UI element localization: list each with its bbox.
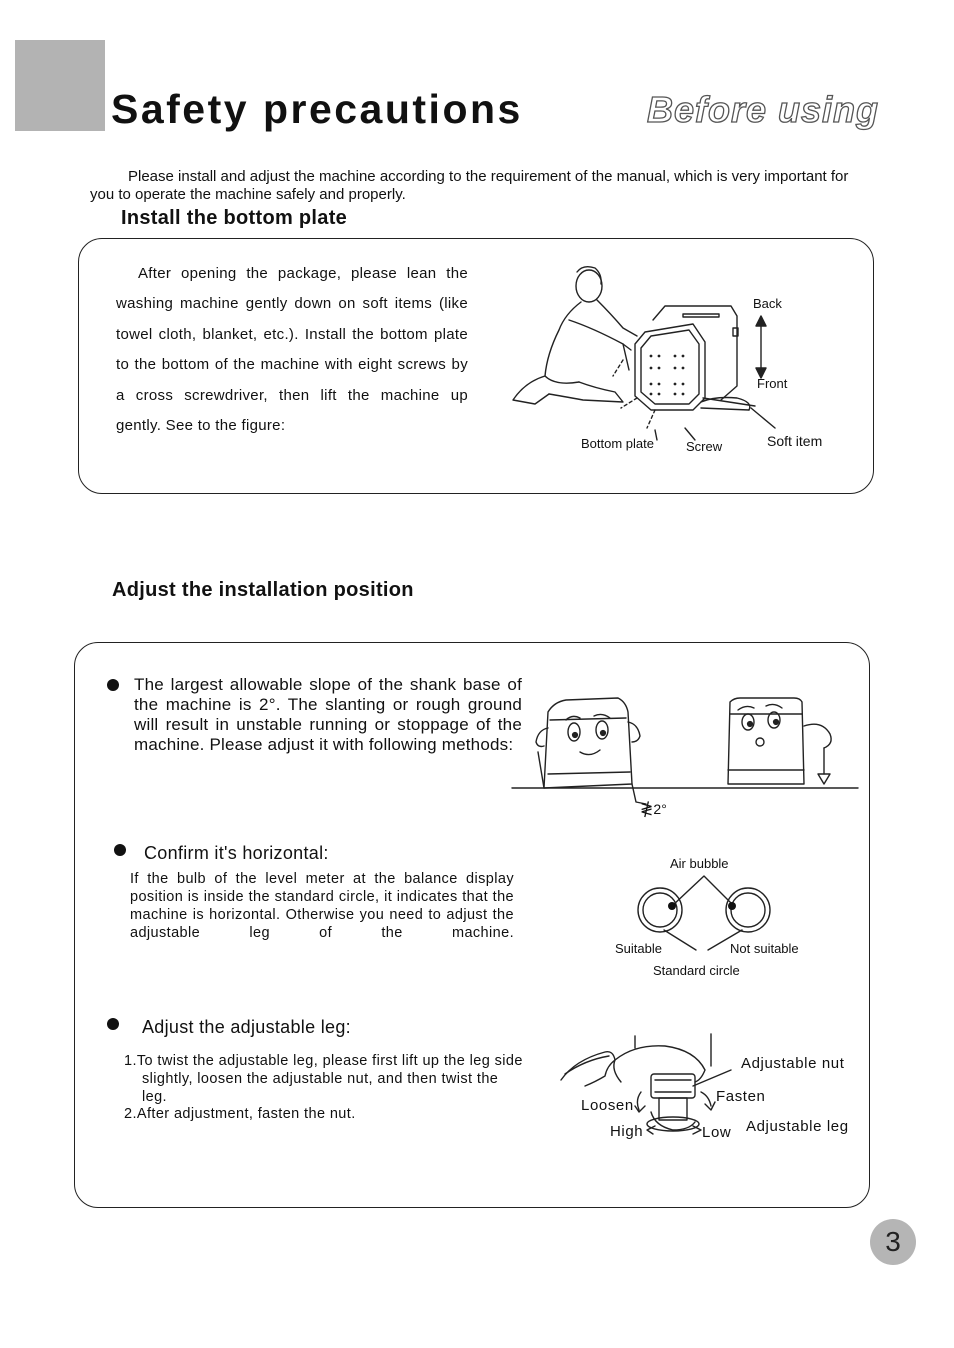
level-bubble-diagram — [637, 875, 771, 951]
leg-step-2: 2.After adjustment, fasten the nut. — [124, 1106, 356, 1122]
bullet-dot — [107, 1018, 119, 1030]
label-fasten: Fasten — [716, 1088, 766, 1105]
slope-text: The largest allowable slope of the shank… — [134, 675, 522, 754]
label-adjustable-nut: Adjustable nut — [741, 1055, 845, 1072]
leg-step-1-text: 1.To twist the adjustable leg, please fi… — [124, 1053, 523, 1105]
install-box — [78, 238, 874, 494]
install-heading: Install the bottom plate — [121, 207, 348, 229]
label-loosen: Loosen — [581, 1097, 634, 1114]
install-illustration — [512, 265, 776, 441]
section-tag-before-using: Before using — [646, 88, 879, 130]
intro-text: Please install and adjust the machine ac… — [90, 168, 849, 203]
label-back: Back — [753, 296, 782, 311]
page-title: Safety precautions — [111, 86, 523, 132]
label-suitable: Suitable — [615, 941, 662, 956]
install-text-body: After opening the package, please lean t… — [116, 265, 468, 435]
header-gray-block — [15, 40, 105, 131]
leg-step-1: 1.To twist the adjustable leg, please fi… — [124, 1052, 524, 1106]
horizontal-text: If the bulb of the level meter at the ba… — [130, 871, 514, 941]
bullet-dot — [107, 679, 119, 691]
horizontal-heading: Confirm it's horizontal: — [144, 843, 329, 863]
slope-angle-value: 2° — [653, 801, 667, 817]
label-high: High — [610, 1123, 644, 1140]
label-adjustable-leg: Adjustable leg — [746, 1118, 849, 1135]
leg-heading: Adjust the adjustable leg: — [142, 1017, 351, 1037]
label-low: Low — [702, 1124, 732, 1141]
page-number-badge: 3 — [870, 1219, 916, 1265]
bullet-dot — [114, 844, 126, 856]
not-suitable-circle-outer — [725, 887, 771, 933]
adjustable-leg-illustration — [560, 1033, 732, 1135]
adjust-heading: Adjust the installation position — [112, 579, 414, 601]
section-tag-text: Before using — [647, 89, 879, 130]
slope-angle-label: ≹2° — [640, 801, 667, 818]
tilted-machines-illustration — [511, 697, 859, 805]
adjust-box — [74, 642, 870, 1208]
label-front: Front — [757, 376, 788, 391]
install-text: After opening the package, please lean t… — [116, 259, 468, 441]
label-bottom-plate: Bottom plate — [581, 436, 654, 451]
intro-paragraph: Please install and adjust the machine ac… — [90, 168, 870, 204]
label-screw: Screw — [686, 439, 723, 454]
label-standard-circle: Standard circle — [653, 963, 740, 978]
suitable-circle-outer — [637, 887, 683, 933]
label-soft-item: Soft item — [767, 433, 823, 449]
label-air-bubble: Air bubble — [670, 856, 729, 871]
label-not-suitable: Not suitable — [730, 941, 799, 956]
